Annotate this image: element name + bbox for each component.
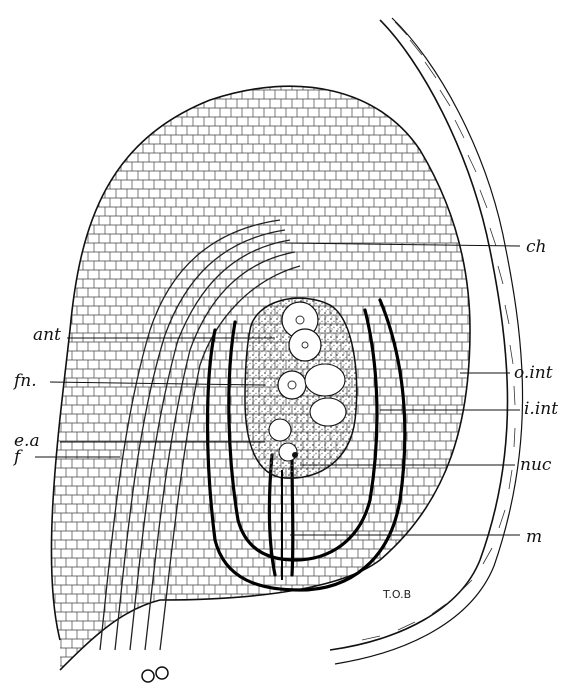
label-nuc: nuc <box>520 455 552 475</box>
artist-signature: T.O.B <box>382 588 411 601</box>
label-o-int: o.int <box>514 363 553 383</box>
label-fn: fn. <box>12 371 37 391</box>
label-m: m <box>526 527 542 547</box>
fusion-nucleus <box>278 371 306 399</box>
label-ant: ant <box>33 325 61 345</box>
label-ch: ch <box>526 237 546 257</box>
label-i-int: i.int <box>524 399 558 419</box>
vascular-bundle <box>142 667 168 682</box>
